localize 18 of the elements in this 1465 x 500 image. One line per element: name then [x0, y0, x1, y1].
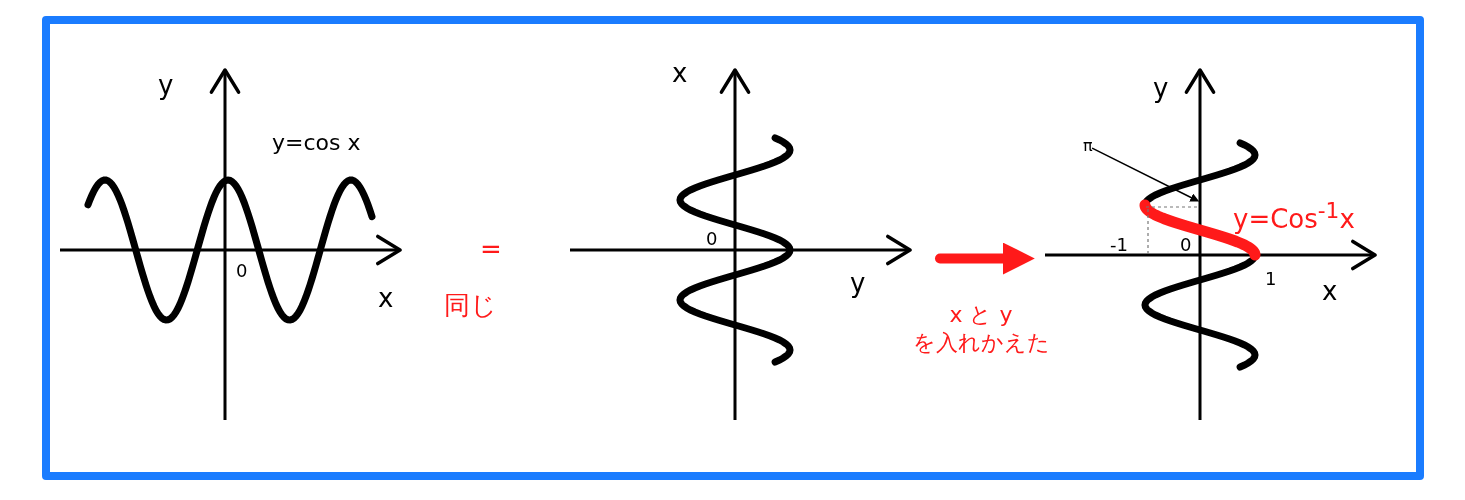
arrow [935, 242, 1035, 275]
math-label: y=cos x [272, 132, 361, 154]
math-label: y [158, 72, 174, 98]
math-label: x [672, 60, 688, 86]
math-label: 1 [1265, 270, 1277, 288]
math-label: y [850, 270, 866, 296]
math-label: x [1322, 278, 1338, 304]
math-label: 0 [1180, 236, 1192, 254]
math-label: π [1083, 138, 1093, 154]
leader-line [1091, 147, 1200, 202]
math-label: x [378, 285, 394, 311]
math-label: -1 [1110, 236, 1128, 254]
math-label: y [1153, 75, 1169, 101]
math-label: 同じ [444, 292, 497, 318]
math-label: 0 [706, 230, 718, 248]
math-label: 0 [236, 262, 248, 280]
math-label: y=Cos$^{-1}$x [1233, 200, 1355, 232]
math-label: = [480, 236, 502, 262]
